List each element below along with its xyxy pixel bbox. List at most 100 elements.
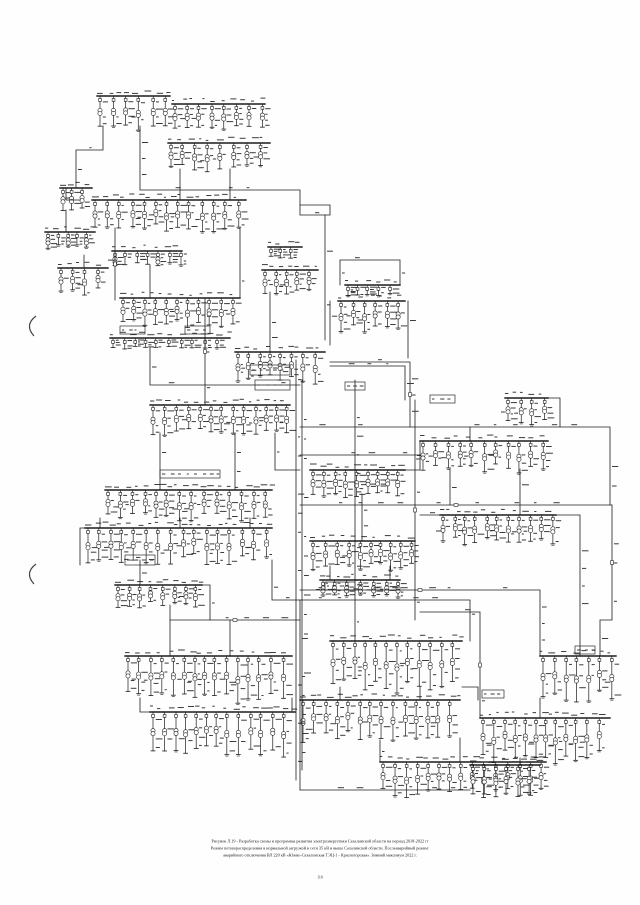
breaker-icon [274,272,278,276]
label-mark [363,585,370,587]
breaker-icon [494,767,498,771]
substation [267,241,303,259]
transformer-winding-icon [208,418,214,424]
label-mark [490,693,495,695]
label-mark [348,481,355,483]
feeder-drop [281,711,292,758]
label-mark [380,756,383,757]
breaker-icon [436,702,440,706]
label-mark [223,707,227,709]
breaker-icon [70,270,75,274]
label-mark [289,429,297,431]
label-mark [351,573,354,575]
label-mark [430,734,434,736]
label-mark [253,727,256,729]
label-mark [498,456,502,458]
label-mark [302,714,306,715]
label-mark [430,715,436,717]
label-mark [219,346,226,348]
label-mark [173,534,177,536]
label-mark [338,297,342,299]
label-mark [379,635,386,637]
feeder-drop [104,199,114,229]
label-mark [337,593,340,595]
label-mark [518,735,522,736]
feeder-drop [263,655,281,694]
label-mark [447,587,451,589]
label-mark [458,519,461,520]
label-mark [242,706,246,708]
label-mark [209,552,213,554]
equipment-outline [574,645,596,655]
label-mark [377,305,383,307]
label-mark [293,251,298,253]
label-mark [340,562,346,564]
transformer-winding-icon [506,454,511,460]
label-mark [538,393,542,395]
label-mark [272,322,277,323]
label-mark [340,707,345,708]
label-mark [126,486,132,488]
label-mark [463,780,467,782]
label-mark [407,383,414,384]
label-mark [236,430,239,432]
label-mark [173,164,181,165]
label-mark [582,585,585,587]
label-mark [395,736,400,738]
label-mark [173,158,180,160]
label-mark [436,530,442,532]
label-mark [325,582,328,584]
feeder-drop [441,440,455,470]
transmission-line [79,527,86,566]
label-mark [199,293,203,295]
label-mark [168,122,173,124]
transmission-line [159,432,167,491]
label-mark [186,196,194,198]
label-mark [224,423,231,425]
breaker-icon [231,407,235,411]
label-mark [359,385,364,387]
feeder-drop [529,717,545,759]
label-mark [512,510,516,512]
label-mark [75,287,81,289]
label-mark [338,474,341,476]
label-mark [239,113,242,115]
label-mark [162,579,169,581]
feeder-drop [185,297,197,328]
label-mark [239,650,244,652]
feeder-drop [104,527,121,560]
line-route [547,397,561,428]
label-mark [89,242,95,244]
label-mark [283,256,286,258]
label-mark [373,587,380,589]
label-mark [475,779,478,781]
label-mark [206,505,211,507]
label-mark [153,682,159,684]
breaker-icon [437,764,441,768]
label-mark [545,510,552,512]
label-mark [542,606,547,608]
substation [108,244,187,267]
feeder-drop [140,250,157,265]
label-mark [315,474,322,476]
feeder-drop [284,351,299,378]
label-mark [416,458,420,460]
transformer-winding-icon [197,416,203,422]
label-mark [181,419,188,421]
label-mark [370,464,377,466]
feeder-drop [503,764,513,795]
label-mark [441,780,445,782]
label-mark [154,484,160,485]
feeder-drop [246,103,257,127]
feeder-drop [177,655,194,695]
label-mark [521,539,526,541]
label-mark [316,705,323,707]
label-mark [120,331,126,333]
transformer-winding-icon [365,481,371,487]
page-number: 110 [317,875,323,880]
transmission-line [299,599,309,791]
label-mark [501,411,505,413]
feeder-drop [516,440,528,475]
breaker-icon [553,658,557,662]
